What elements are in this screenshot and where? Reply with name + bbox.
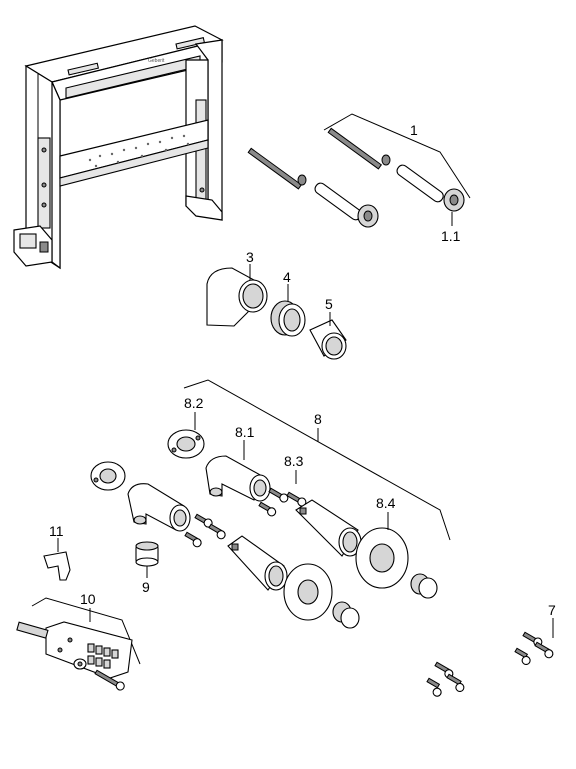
part-4-threaded-ring	[270, 284, 306, 337]
cap-right	[410, 573, 438, 599]
cap-left	[332, 601, 360, 629]
label-part-8-2: 8.2	[184, 395, 204, 411]
label-part-9: 9	[142, 579, 150, 595]
part-8-2-wall-plate	[167, 412, 205, 459]
elbow-fitting-left	[127, 483, 191, 532]
part-8-4-rosette	[355, 512, 409, 589]
part-8-1-elbow-fitting	[205, 440, 271, 502]
long-sleeve-left	[227, 535, 288, 591]
label-part-8-3: 8.3	[284, 453, 304, 469]
part-3-elbow	[206, 264, 268, 327]
frame-brand-text: Geberit	[148, 58, 165, 64]
part-9-nipple	[135, 541, 159, 578]
part-10-mounting-bracket	[16, 621, 133, 691]
label-part-8-4: 8.4	[376, 495, 396, 511]
label-part-1: 1	[410, 122, 418, 138]
label-part-4: 4	[283, 269, 291, 285]
installation-frame: Geberit	[13, 25, 224, 270]
label-part-1-1: 1.1	[441, 228, 461, 244]
part-7-bolts	[426, 618, 554, 697]
wall-plate-left	[90, 461, 126, 491]
label-part-3: 3	[246, 249, 254, 265]
part-11-clip	[43, 538, 71, 581]
long-sleeve-right	[295, 499, 362, 557]
label-part-10: 10	[80, 591, 96, 607]
part-8-bracket-line	[183, 379, 451, 541]
label-part-8: 8	[314, 411, 322, 427]
label-part-8-1: 8.1	[235, 424, 255, 440]
part-8-3-screws	[184, 470, 307, 548]
label-part-7: 7	[548, 602, 556, 618]
rosette-left	[283, 563, 333, 621]
part-1-rod-set	[247, 113, 471, 228]
label-part-11: 11	[49, 523, 64, 539]
part-5-sleeve	[309, 312, 347, 360]
label-part-5: 5	[325, 296, 333, 312]
